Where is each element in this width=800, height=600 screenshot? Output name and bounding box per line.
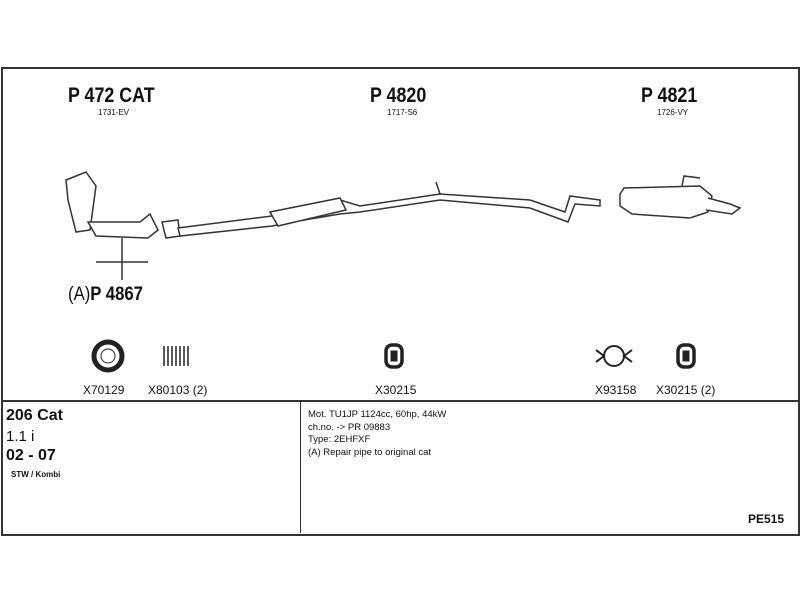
rubber-hanger-icon (676, 343, 696, 369)
repair-pipe-label[interactable]: (A)P 4867 (68, 284, 143, 306)
vehicle-engine: 1.1 i (6, 428, 35, 445)
ring-gasket-icon (91, 339, 125, 373)
accessory-label[interactable]: X30215 (2) (656, 383, 716, 397)
accessory-label[interactable]: X70129 (83, 383, 125, 397)
part-number[interactable]: P 472 CAT (68, 84, 155, 107)
rear-muffler (619, 175, 742, 219)
clamp-icon (595, 345, 633, 367)
accessory-label[interactable]: X80103 (2) (148, 383, 208, 397)
part-number[interactable]: P 4820 (370, 84, 427, 107)
repair-pipe-number: P 4867 (90, 284, 143, 305)
note-line: (A) Repair pipe to original cat (308, 446, 432, 458)
accessory-label[interactable]: X93158 (595, 383, 637, 397)
divider (1, 400, 798, 402)
rubber-hanger-icon (384, 343, 404, 369)
repair-pipe-prefix: (A) (68, 284, 91, 305)
spring-icon (163, 346, 189, 366)
vehicle-model: 206 Cat (6, 407, 63, 424)
catalytic-converter (65, 171, 159, 280)
middle-pipe (161, 181, 601, 239)
part-code: 1726-VY (657, 108, 689, 117)
notes: Mot. TU1JP 1124cc, 60hp, 44kW ch.no. -> … (308, 409, 446, 459)
part-code: 1717-S6 (387, 108, 418, 117)
part-code: 1731-EV (98, 108, 130, 117)
part-number[interactable]: P 4821 (641, 84, 698, 107)
accessory-label[interactable]: X30215 (375, 383, 417, 397)
note-line: Type: 2EHFXF (308, 434, 371, 445)
divider (300, 401, 301, 533)
note-line: Mot. TU1JP 1124cc, 60hp, 44kW (308, 409, 447, 420)
diagram-id: PE515 (748, 512, 785, 526)
vehicle-body: STW / Kombi (11, 470, 61, 479)
note-line: ch.no. -> PR 09883 (308, 421, 391, 433)
vehicle-years: 02 - 07 (6, 447, 56, 464)
diagram-frame (1, 67, 800, 536)
